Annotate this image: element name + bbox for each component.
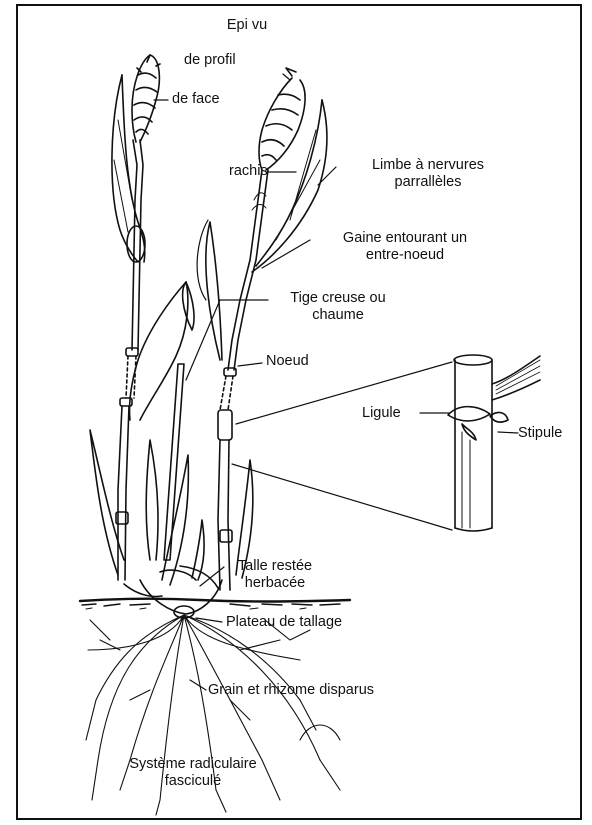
label-tige-line2: chaume: [268, 307, 408, 324]
label-limbe-line2: parrallèles: [338, 174, 518, 191]
left-ear: [132, 55, 160, 142]
label-gaine-line2: entre-noeud: [310, 247, 500, 264]
left-stem: [116, 140, 143, 580]
label-tige-line1: Tige creuse ou: [268, 290, 408, 307]
label-de-face: de face: [172, 91, 220, 108]
node-detail: [448, 355, 540, 531]
label-ligule: Ligule: [362, 405, 401, 422]
soil-surface: [80, 599, 350, 609]
label-de-profil: de profil: [184, 52, 236, 69]
right-stem: [218, 170, 268, 590]
label-plateau: Plateau de tallage: [226, 614, 342, 631]
label-systeme-line2: fasciculé: [98, 773, 288, 790]
label-rachis: rachis: [229, 163, 268, 180]
label-gaine-line1: Gaine entourant un: [310, 230, 500, 247]
label-talle-line1: Talle restée: [220, 558, 330, 575]
label-gaine: Gaine entourant un entre-noeud: [310, 230, 500, 264]
label-limbe: Limbe à nervures parrallèles: [338, 157, 518, 191]
label-systeme-line1: Système radiculaire: [98, 756, 288, 773]
label-tige: Tige creuse ou chaume: [268, 290, 408, 324]
label-systeme: Système radiculaire fasciculé: [98, 756, 288, 790]
label-noeud: Noeud: [266, 353, 309, 370]
label-talle-line2: herbacée: [220, 575, 330, 592]
label-talle: Talle restée herbacée: [220, 558, 330, 592]
right-ear: [259, 68, 305, 170]
label-grain: Grain et rhizome disparus: [208, 682, 374, 699]
zoom-lines: [232, 362, 452, 530]
label-stipule: Stipule: [518, 425, 562, 442]
label-limbe-line1: Limbe à nervures: [338, 157, 518, 174]
label-epi-vu: Epi vu: [212, 17, 282, 34]
